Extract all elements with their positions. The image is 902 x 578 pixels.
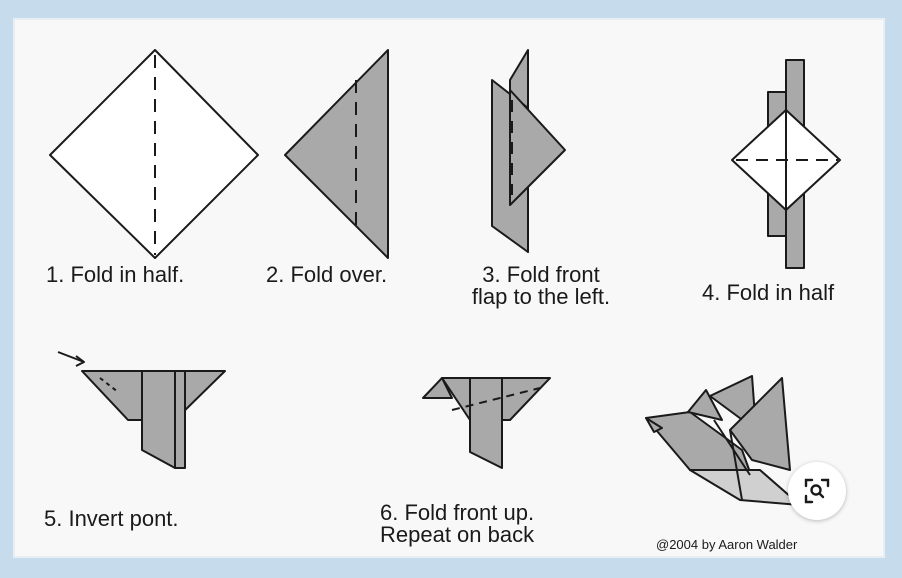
step-3-label: 3. Fold front flap to the left. [446, 264, 636, 308]
step-4-figure [732, 60, 840, 268]
step-7-bird-figure [646, 376, 800, 505]
step-1-figure [50, 50, 258, 258]
step-4-label: 4. Fold in half [702, 282, 834, 304]
step-3-label-line2: flap to the left. [446, 286, 636, 308]
copyright-credit: @2004 by Aaron Walder [656, 537, 797, 552]
step-3-label-line1: 3. Fold front [446, 264, 636, 286]
step-6-label-line1: 6. Fold front up. [380, 502, 534, 524]
step-5-label: 5. Invert pont. [44, 508, 179, 530]
step-2-figure [285, 50, 388, 258]
step-6-figure [423, 378, 550, 468]
step-5-figure [58, 352, 225, 468]
visual-search-button[interactable] [788, 462, 846, 520]
visual-search-icon [802, 476, 832, 506]
step-2-label: 2. Fold over. [266, 264, 387, 286]
step-1-label: 1. Fold in half. [46, 264, 184, 286]
step-6-label: 6. Fold front up. Repeat on back [380, 502, 534, 546]
step-6-label-line2: Repeat on back [380, 524, 534, 546]
step-3-figure [492, 50, 565, 252]
